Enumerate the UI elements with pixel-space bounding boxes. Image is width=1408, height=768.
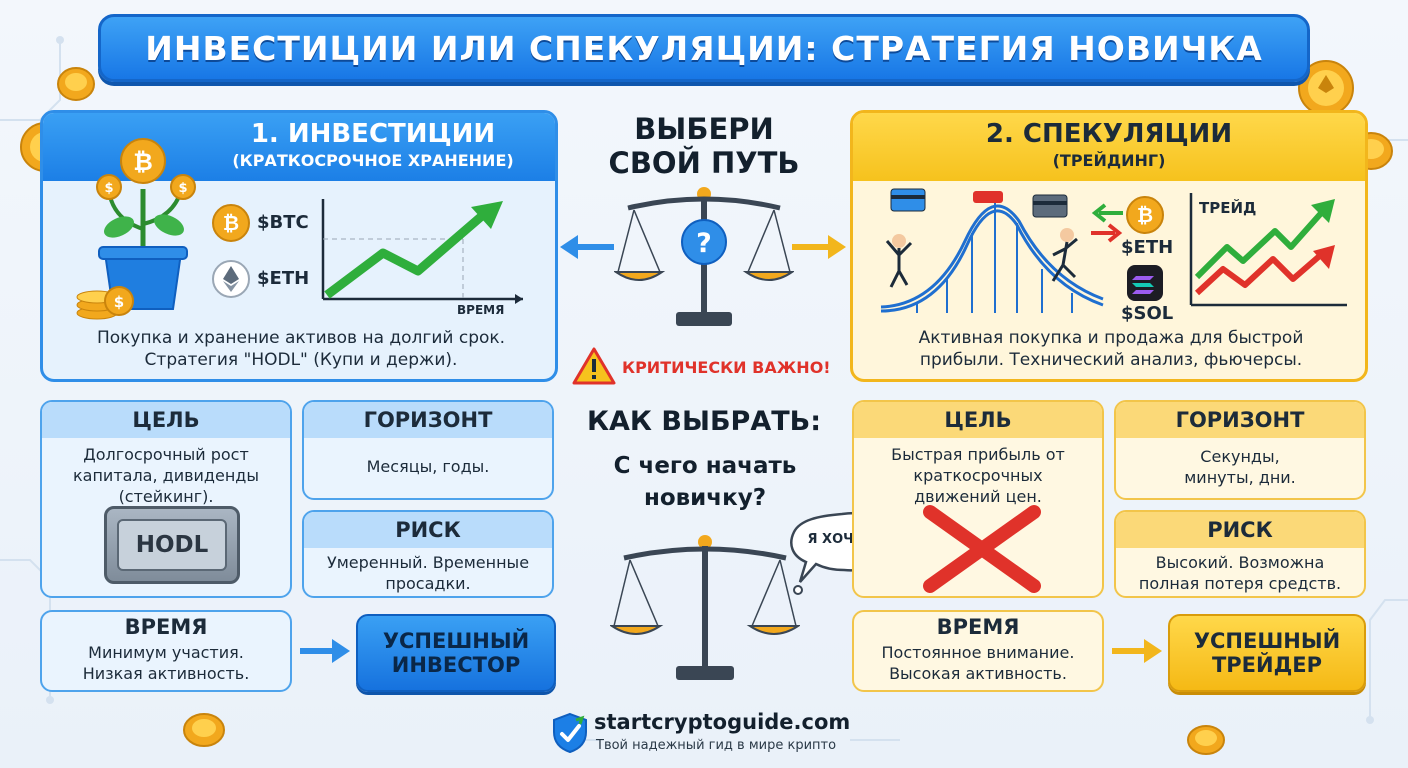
invest-time-text: Минимум участия. Низкая активность. bbox=[82, 643, 250, 683]
invest-axis-label: ВРЕМЯ bbox=[457, 303, 505, 317]
invest-time-card: ВРЕМЯ Минимум участия. Низкая активность… bbox=[40, 610, 292, 692]
trader-result-line1: УСПЕШНЫЙ bbox=[1193, 629, 1341, 653]
invest-coin1-label: $BTC bbox=[257, 212, 309, 233]
speculation-subtitle: (ТРЕЙДИНГ) bbox=[1052, 151, 1166, 170]
invest-time-title: ВРЕМЯ bbox=[124, 615, 208, 639]
speculation-panel-header bbox=[853, 113, 1365, 181]
how-to-choose-heading: КАК ВЫБРАТЬ: bbox=[586, 406, 822, 437]
bitcoin-icon: ₿ bbox=[212, 204, 250, 242]
choose-path-heading: ВЫБЕРИ СВОЙ ПУТЬ bbox=[584, 112, 824, 180]
successful-trader-badge: УСПЕШНЫЙ ТРЕЙДЕР bbox=[1168, 614, 1366, 692]
spec-coin1-label: $ETH bbox=[1121, 237, 1174, 258]
successful-investor-badge: УСПЕШНЫЙ ИНВЕСТОР bbox=[356, 614, 556, 692]
roller-coaster-illustration bbox=[880, 188, 1104, 313]
bitcoin-icon: ₿ bbox=[1126, 196, 1164, 234]
invest-desc-line1: Покупка и хранение активов на долгий сро… bbox=[96, 328, 506, 348]
investor-result-line2: ИНВЕСТОР bbox=[391, 653, 521, 677]
choose-line1: ВЫБЕРИ bbox=[634, 112, 774, 146]
solana-icon bbox=[1127, 265, 1163, 301]
spec-goal-title: ЦЕЛЬ bbox=[854, 402, 1102, 438]
spec-goal-card: ЦЕЛЬ Быстрая прибыль от краткосрочных дв… bbox=[852, 400, 1104, 598]
trade-chart bbox=[1189, 193, 1347, 307]
svg-text:₿: ₿ bbox=[133, 148, 153, 176]
spec-risk-text: Высокий. Возможна полная потеря средств. bbox=[1138, 553, 1342, 593]
svg-text:₿: ₿ bbox=[223, 211, 239, 235]
investments-panel: 1. ИНВЕСТИЦИИ (КРАТКОСРОЧНОЕ ХРАНЕНИЕ) ₿… bbox=[40, 110, 558, 382]
coin-stack-icon: $ bbox=[76, 286, 134, 320]
trader-result-line2: ТРЕЙДЕР bbox=[1211, 653, 1323, 677]
invest-goal-title: ЦЕЛЬ bbox=[42, 402, 290, 438]
speculation-panel: 2. СПЕКУЛЯЦИИ (ТРЕЙДИНГ) ₿ $ETH bbox=[850, 110, 1368, 382]
invest-risk-card: РИСК Умеренный. Временные просадки. bbox=[302, 510, 554, 598]
choose-line2: СВОЙ ПУТЬ bbox=[608, 146, 800, 180]
svg-text:$: $ bbox=[104, 181, 113, 196]
spec-horizon-text: Секунды, минуты, дни. bbox=[1184, 447, 1296, 487]
growth-chart bbox=[321, 199, 523, 304]
swap-arrows-icon bbox=[1091, 203, 1123, 243]
how-to-choose-question: С чего начать новичку? bbox=[590, 450, 820, 514]
coin-icon bbox=[183, 713, 225, 747]
spec-goal-text: Быстрая прибыль от краткосрочных движени… bbox=[891, 445, 1065, 506]
coin-icon bbox=[57, 67, 95, 101]
spec-time-text: Постоянное внимание. Высокая активность. bbox=[881, 643, 1075, 683]
arrow-left-icon bbox=[560, 235, 614, 259]
critical-warning-text: КРИТИЧЕСКИ ВАЖНО! bbox=[622, 358, 831, 377]
spec-time-title: ВРЕМЯ bbox=[936, 615, 1020, 639]
trade-chart-label: ТРЕЙД bbox=[1199, 199, 1257, 217]
investments-title: 1. ИНВЕСТИЦИИ bbox=[250, 119, 496, 149]
ethereum-coin-icon bbox=[1298, 60, 1354, 116]
invest-desc-line2: Стратегия "HODL" (Купи и держи). bbox=[144, 350, 458, 370]
ethereum-icon bbox=[212, 260, 250, 298]
footer-tagline: Твой надежный гид в мире крипто bbox=[596, 738, 837, 753]
red-cross-icon bbox=[923, 505, 1041, 593]
svg-text:$: $ bbox=[178, 181, 187, 196]
coin-icon bbox=[1187, 725, 1225, 755]
investments-subtitle: (КРАТКОСРОЧНОЕ ХРАНЕНИЕ) bbox=[232, 151, 514, 170]
spec-risk-card: РИСК Высокий. Возможна полная потеря сре… bbox=[1114, 510, 1366, 598]
footer-site-link[interactable]: startcryptoguide.com bbox=[594, 710, 851, 734]
how-question-line2: новичку? bbox=[643, 485, 767, 511]
invest-horizon-card: ГОРИЗОНТ Месяцы, годы. bbox=[302, 400, 554, 500]
investor-result-line1: УСПЕШНЫЙ bbox=[382, 629, 530, 653]
title-banner: ИНВЕСТИЦИИ ИЛИ СПЕКУЛЯЦИИ: СТРАТЕГИЯ НОВ… bbox=[98, 14, 1310, 82]
spec-time-card: ВРЕМЯ Постоянное внимание. Высокая актив… bbox=[852, 610, 1104, 692]
invest-horizon-text: Месяцы, годы. bbox=[366, 457, 490, 476]
shield-logo-icon bbox=[553, 712, 587, 754]
spec-coin2-label: $SOL bbox=[1121, 303, 1174, 324]
invest-goal-text: Долгосрочный рост капитала, дивиденды (с… bbox=[72, 445, 259, 506]
safe-label: HODL bbox=[117, 519, 227, 571]
scales-icon bbox=[610, 535, 800, 680]
warning-icon bbox=[572, 347, 616, 385]
invest-risk-text: Умеренный. Временные просадки. bbox=[326, 553, 530, 593]
spec-risk-title: РИСК bbox=[1116, 512, 1364, 548]
money-tree-icon: ₿ $ $ bbox=[96, 138, 196, 310]
speculation-title: 2. СПЕКУЛЯЦИИ bbox=[985, 119, 1233, 149]
scales-question-icon: ? bbox=[614, 187, 794, 326]
invest-goal-card: ЦЕЛЬ Долгосрочный рост капитала, дивиден… bbox=[40, 400, 292, 598]
how-question-line1: С чего начать bbox=[613, 453, 797, 479]
svg-text:₿: ₿ bbox=[1137, 203, 1153, 227]
safe-icon: HODL bbox=[104, 506, 240, 584]
spec-horizon-card: ГОРИЗОНТ Секунды, минуты, дни. bbox=[1114, 400, 1366, 500]
invest-coin2-label: $ETH bbox=[257, 268, 310, 289]
spec-desc-line1: Активная покупка и продажа для быстрой bbox=[918, 328, 1304, 348]
arrow-right-icon bbox=[1112, 639, 1162, 663]
page-title: ИНВЕСТИЦИИ ИЛИ СПЕКУЛЯЦИИ: СТРАТЕГИЯ НОВ… bbox=[145, 28, 1263, 68]
svg-text:$: $ bbox=[114, 293, 124, 311]
spec-desc-line2: прибыли. Технический анализ, фьючерсы. bbox=[919, 350, 1303, 370]
arrow-right-icon bbox=[300, 639, 350, 663]
spec-horizon-title: ГОРИЗОНТ bbox=[1116, 402, 1364, 438]
invest-horizon-title: ГОРИЗОНТ bbox=[304, 402, 552, 438]
arrow-right-icon bbox=[792, 235, 846, 259]
svg-text:?: ? bbox=[696, 228, 712, 259]
invest-risk-title: РИСК bbox=[304, 512, 552, 548]
